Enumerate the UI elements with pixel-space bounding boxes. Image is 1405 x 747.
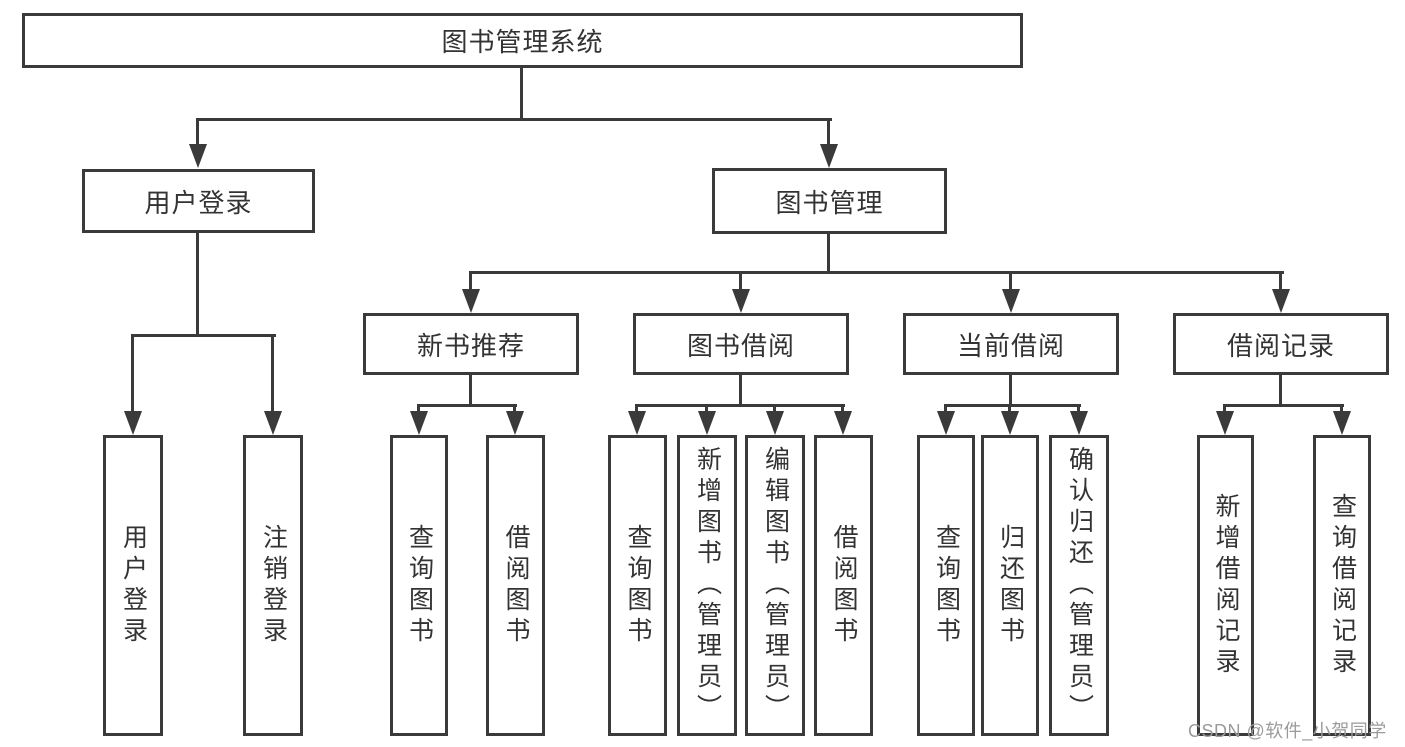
arrowhead-icon <box>1216 411 1234 435</box>
leaf-query-books-current-label: 查询图书 <box>932 523 961 648</box>
connector-groupC-leaf2 <box>1008 404 1011 413</box>
arrowhead-icon <box>937 411 955 435</box>
connector-groupA-leaf1 <box>417 404 420 413</box>
leaf-borrow-books-recommend-label: 借阅图书 <box>502 523 530 648</box>
leaf-query-books-borrow-label: 查询图书 <box>624 523 652 648</box>
arrowhead-icon <box>506 411 524 435</box>
leaf-logout-label: 注销登录 <box>259 523 288 648</box>
connector-user-login-hline <box>131 334 276 337</box>
connector-stem-user-login <box>196 118 199 146</box>
node-new-book-recommend: 新书推荐 <box>363 313 579 375</box>
arrowhead-icon <box>834 411 852 435</box>
connector-groupC-stem <box>1009 375 1012 406</box>
leaf-edit-book-admin: 编辑图书（管理员） <box>745 435 805 736</box>
arrowhead-icon <box>1272 289 1290 313</box>
arrowhead-icon <box>264 411 282 435</box>
connector-book-mgmt-hline <box>469 271 1284 274</box>
arrowhead-icon <box>628 411 646 435</box>
leaf-confirm-return-admin-label: 确认归还（管理员） <box>1065 446 1094 725</box>
leaf-return-books: 归还图书 <box>981 435 1039 736</box>
leaf-query-borrow-record: 查询借阅记录 <box>1313 435 1371 736</box>
leaf-borrow-books-borrow-label: 借阅图书 <box>830 523 858 648</box>
connector-user-login-stem <box>196 233 199 335</box>
connector-stem-book-mgmt <box>827 118 830 146</box>
connector-groupD-leaf2 <box>1340 404 1343 413</box>
connector-root-stem <box>520 68 523 120</box>
connector-groupC-leaf1 <box>944 404 947 413</box>
arrowhead-icon <box>1070 411 1088 435</box>
connector-stem-new-book <box>469 271 472 291</box>
node-current-borrow: 当前借阅 <box>903 313 1119 375</box>
connector-stem-leaf-logout <box>271 334 274 412</box>
connector-stem-borrow-records <box>1279 271 1282 291</box>
node-book-borrow-label: 图书借阅 <box>686 330 795 361</box>
arrowhead-icon <box>732 289 750 313</box>
arrowhead-icon <box>1333 411 1351 435</box>
leaf-query-books-borrow: 查询图书 <box>608 435 667 736</box>
node-new-book-recommend-label: 新书推荐 <box>416 330 525 361</box>
arrowhead-icon <box>1001 411 1019 435</box>
leaf-query-borrow-record-label: 查询借阅记录 <box>1328 492 1357 679</box>
node-user-login-label: 用户登录 <box>144 187 253 218</box>
arrowhead-icon <box>124 411 142 435</box>
connector-book-mgmt-stem <box>827 234 830 272</box>
connector-groupB-hline <box>635 404 845 407</box>
connector-groupB-leaf3 <box>773 404 776 413</box>
connector-groupD-leaf1 <box>1223 404 1226 413</box>
leaf-query-books-current: 查询图书 <box>917 435 975 736</box>
connector-groupA-leaf2 <box>513 404 516 413</box>
arrowhead-icon <box>189 144 207 168</box>
csdn-watermark: CSDN @软件_小贺同学 <box>1188 721 1387 741</box>
connector-groupA-hline <box>417 404 517 407</box>
leaf-add-book-admin: 新增图书（管理员） <box>677 435 737 736</box>
arrowhead-icon <box>462 289 480 313</box>
leaf-edit-book-admin-label: 编辑图书（管理员） <box>761 446 790 725</box>
node-root: 图书管理系统 <box>22 13 1023 68</box>
connector-groupC-hline <box>944 404 1081 407</box>
arrowhead-icon <box>766 411 784 435</box>
leaf-return-books-label: 归还图书 <box>996 523 1025 648</box>
connector-groupB-stem <box>739 375 742 406</box>
node-current-borrow-label: 当前借阅 <box>956 330 1065 361</box>
connector-groupA-stem <box>469 375 472 406</box>
leaf-borrow-books-borrow: 借阅图书 <box>814 435 873 736</box>
connector-groupB-leaf2 <box>705 404 708 413</box>
connector-groupB-leaf4 <box>841 404 844 413</box>
node-user-login: 用户登录 <box>82 169 315 233</box>
leaf-user-login: 用户登录 <box>103 435 163 736</box>
connector-groupB-leaf1 <box>635 404 638 413</box>
leaf-query-books-recommend-label: 查询图书 <box>405 523 434 648</box>
connector-stem-current-borrow <box>1009 271 1012 291</box>
node-book-mgmt: 图书管理 <box>712 168 947 234</box>
connector-root-hline <box>197 118 832 121</box>
leaf-query-books-recommend: 查询图书 <box>390 435 448 736</box>
node-borrow-records-label: 借阅记录 <box>1226 330 1335 361</box>
node-book-mgmt-label: 图书管理 <box>775 187 884 218</box>
leaf-confirm-return-admin: 确认归还（管理员） <box>1049 435 1109 736</box>
leaf-user-login-label: 用户登录 <box>119 523 148 648</box>
connector-groupC-leaf3 <box>1077 404 1080 413</box>
leaf-add-borrow-record: 新增借阅记录 <box>1197 435 1254 736</box>
connector-groupD-hline <box>1223 404 1344 407</box>
connector-stem-leaf-user-login <box>131 334 134 412</box>
arrowhead-icon <box>1002 289 1020 313</box>
node-root-label: 图书管理系统 <box>441 27 604 57</box>
node-borrow-records: 借阅记录 <box>1173 313 1389 375</box>
arrowhead-icon <box>820 144 838 168</box>
arrowhead-icon <box>410 411 428 435</box>
leaf-logout: 注销登录 <box>243 435 303 736</box>
arrowhead-icon <box>698 411 716 435</box>
node-book-borrow: 图书借阅 <box>633 313 849 375</box>
connector-stem-book-borrow <box>739 271 742 291</box>
connector-groupD-stem <box>1279 375 1282 406</box>
leaf-borrow-books-recommend: 借阅图书 <box>486 435 545 736</box>
leaf-add-book-admin-label: 新增图书（管理员） <box>693 446 722 725</box>
leaf-add-borrow-record-label: 新增借阅记录 <box>1212 492 1240 679</box>
